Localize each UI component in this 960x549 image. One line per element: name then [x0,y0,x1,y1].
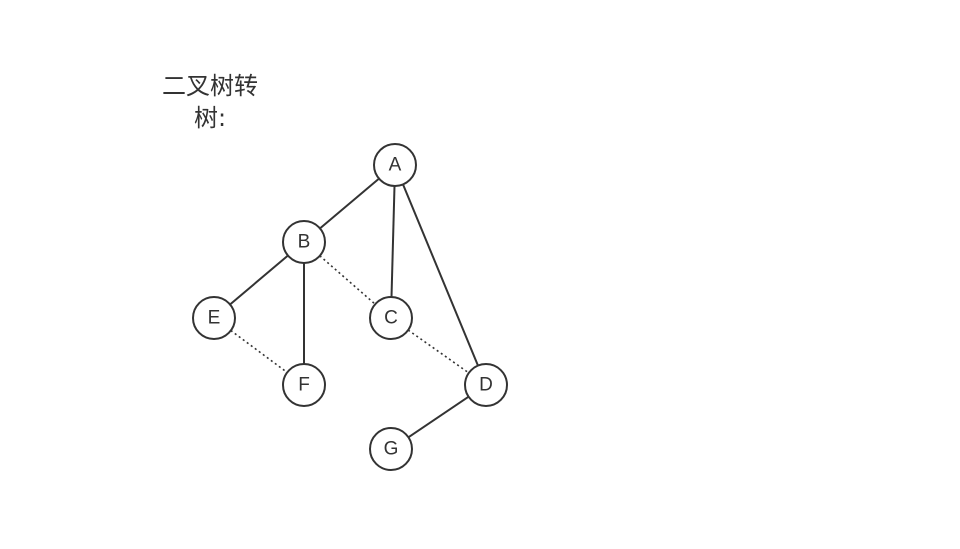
diagram-title: 二叉树转树: [162,72,258,132]
edge-b-e [229,254,289,306]
node-circle [369,427,413,471]
edge-a-c [390,185,396,298]
node-c: C [369,296,413,340]
node-label: D [479,375,493,396]
node-g: G [369,427,413,471]
edge-c-d [407,329,470,374]
nodes-layer: A B C D E F G [192,143,508,471]
edge-d-g [407,395,470,439]
node-label: E [208,308,221,329]
node-label: G [384,439,399,460]
node-circle [464,363,508,407]
node-label: A [389,155,402,176]
node-e: E [192,296,236,340]
node-circle [373,143,417,187]
node-b: B [282,220,326,264]
edge-a-b [319,177,380,230]
edges-layer [229,177,479,439]
node-label: B [298,232,311,253]
node-label: F [298,375,310,396]
node-f: F [282,363,326,407]
node-circle [192,296,236,340]
node-circle [282,363,326,407]
edge-e-f [230,329,288,374]
edge-a-d [402,184,479,366]
node-a: A [373,143,417,187]
node-circle [369,296,413,340]
node-circle [282,220,326,264]
edge-b-c [319,255,376,305]
node-d: D [464,363,508,407]
node-label: C [384,308,398,329]
